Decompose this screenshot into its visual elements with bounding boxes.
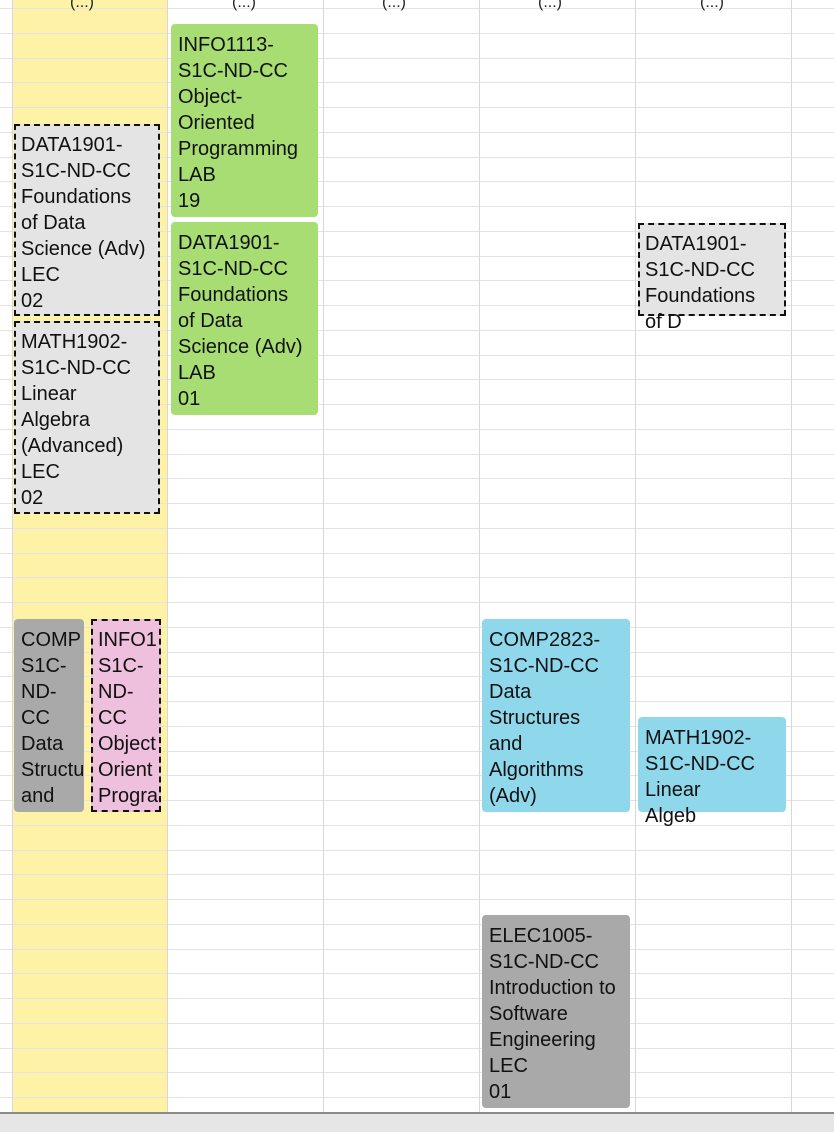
time-slot-line [0,404,834,405]
time-slot-line [0,627,834,628]
day-header-fragment: (...) [382,0,406,11]
day-header-fragment: (...) [700,0,724,11]
time-slot-line [0,280,834,281]
time-slot-line [0,973,834,974]
time-slot-line [0,899,834,900]
time-slot-line [0,701,834,702]
time-slot-line [0,1048,834,1049]
event-info-monday[interactable]: INFO1 S1C- ND- CC Object Orient Progra [91,619,161,812]
day-divider [167,0,168,1112]
time-slot-line [0,330,834,331]
time-slot-line [0,1023,834,1024]
event-comp-monday[interactable]: COMP S1C- ND- CC Data Structu and [14,619,84,812]
time-slot-line [0,256,834,257]
event-comp2823-thursday[interactable]: COMP2823- S1C-ND-CC Data Structures and … [482,619,630,812]
time-slot-line [0,478,834,479]
time-slot-line [0,206,834,207]
time-slot-line [0,8,834,9]
event-math1902-friday[interactable]: MATH1902- S1C-ND-CC Linear Algeb [638,717,786,827]
time-slot-line [0,132,834,133]
horizontal-scrollbar[interactable] [0,1112,834,1132]
time-slot-line [0,676,834,677]
time-slot-line [0,107,834,108]
time-slot-line [0,998,834,999]
day-header-fragment: (...) [232,0,256,11]
time-slot-line [0,157,834,158]
time-slot-line [0,751,834,752]
time-slot-line [0,181,834,182]
event-data1901-lab[interactable]: DATA1901- S1C-ND-CC Foundations of Data … [171,222,318,415]
time-slot-line [0,1097,834,1098]
time-slot-line [0,58,834,59]
day-divider [12,0,13,1112]
event-info1113-lab[interactable]: INFO1113- S1C-ND-CC Object- Oriented Pro… [171,24,318,217]
time-slot-line [0,652,834,653]
time-slot-line [0,503,834,504]
time-slot-line [0,924,834,925]
time-slot-line [0,825,834,826]
time-slot-line [0,379,834,380]
time-slot-line [0,874,834,875]
event-elec1005-thursday[interactable]: ELEC1005- S1C-ND-CC Introduction to Soft… [482,915,630,1108]
day-divider [791,0,792,1112]
event-data1901-friday[interactable]: DATA1901- S1C-ND-CC Foundations of D [638,223,786,333]
time-slot-line [0,775,834,776]
day-divider [479,0,480,1112]
time-slot-line [0,726,834,727]
event-data1901-lec[interactable]: DATA1901- S1C-ND-CC Foundations of Data … [14,124,160,316]
time-slot-line [0,800,834,801]
time-slot-line [0,82,834,83]
event-math1902-lec[interactable]: MATH1902- S1C-ND-CC Linear Algebra (Adva… [14,321,160,514]
time-slot-line [0,850,834,851]
time-slot-line [0,454,834,455]
time-slot-line [0,33,834,34]
time-slot-line [0,577,834,578]
time-slot-line [0,429,834,430]
time-slot-line [0,949,834,950]
time-slot-line [0,231,834,232]
day-header-fragment: (...) [70,0,94,11]
time-slot-line [0,528,834,529]
time-slot-line [0,305,834,306]
time-slot-line [0,355,834,356]
day-divider [323,0,324,1112]
day-header-fragment: (...) [538,0,562,11]
time-slot-line [0,553,834,554]
time-slot-line [0,602,834,603]
day-divider [635,0,636,1112]
time-slot-line [0,1072,834,1073]
